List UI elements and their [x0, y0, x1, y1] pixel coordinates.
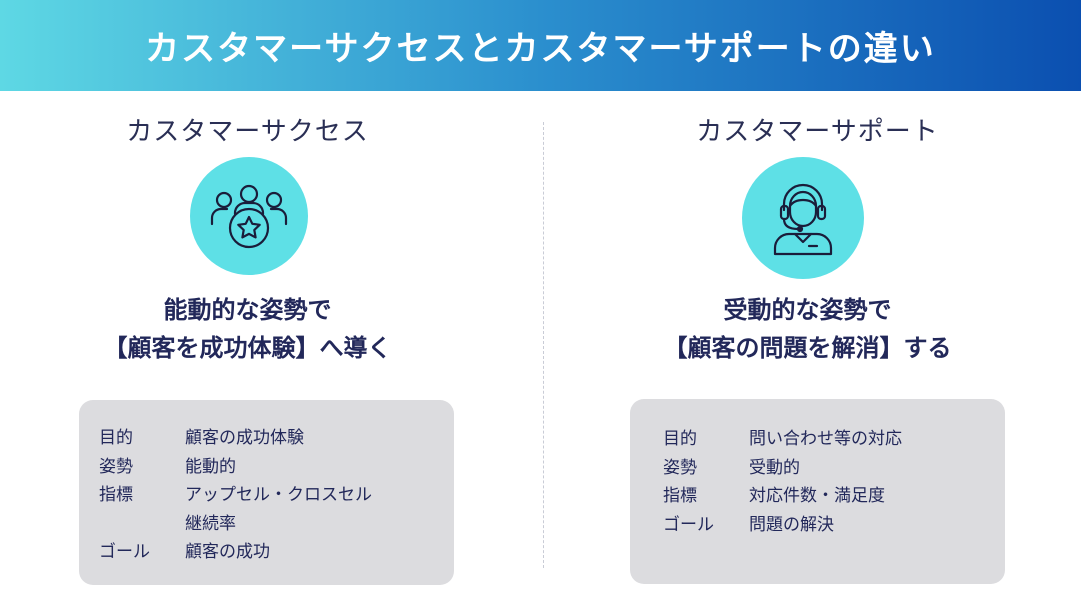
- tagline-line-2: 【顧客の問題を解消】する: [663, 334, 952, 362]
- row-value: 能動的: [185, 457, 236, 477]
- tagline-line-2: 【顧客を成功体験】へ導く: [103, 334, 392, 362]
- row-value: 受動的: [749, 458, 800, 478]
- row-value: アップセル・クロスセル: [185, 485, 372, 505]
- title-banner: カスタマーサクセスとカスタマーサポートの違い: [0, 0, 1081, 91]
- row-label: 姿勢: [99, 457, 133, 477]
- customer-success-info-box: 目的 顧客の成功体験 姿勢 能動的 指標 アップセル・クロスセル 継続率 ゴール…: [79, 400, 454, 585]
- row-label: ゴール: [99, 542, 150, 562]
- row-value: 問い合わせ等の対応: [749, 429, 902, 449]
- row-label: 目的: [663, 429, 697, 449]
- team-star-icon: [190, 157, 308, 275]
- headset-operator-icon: [742, 157, 864, 279]
- row-value: 顧客の成功体験: [185, 428, 304, 448]
- row-label: ゴール: [663, 515, 714, 535]
- page-title: カスタマーサクセスとカスタマーサポートの違い: [145, 29, 936, 69]
- tagline-line-1: 受動的な姿勢で: [723, 296, 892, 324]
- row-value: 対応件数・満足度: [749, 486, 885, 506]
- customer-support-info-box: 目的 問い合わせ等の対応 姿勢 受動的 指標 対応件数・満足度 ゴール 問題の解…: [630, 399, 1005, 584]
- customer-success-heading: カスタマーサクセス: [126, 117, 369, 147]
- row-label: 指標: [663, 486, 697, 506]
- row-value: 継続率: [185, 514, 236, 534]
- column-divider: [543, 122, 544, 568]
- customer-success-tagline: 能動的な姿勢で 【顧客を成功体験】へ導く: [30, 291, 465, 367]
- row-value: 顧客の成功: [185, 542, 270, 562]
- row-label: 指標: [99, 485, 133, 505]
- customer-support-heading: カスタマーサポート: [696, 117, 939, 147]
- row-label: 姿勢: [663, 458, 697, 478]
- row-label: 目的: [99, 428, 133, 448]
- tagline-line-1: 能動的な姿勢で: [163, 296, 332, 324]
- row-value: 問題の解決: [749, 515, 834, 535]
- customer-support-tagline: 受動的な姿勢で 【顧客の問題を解消】する: [590, 291, 1025, 367]
